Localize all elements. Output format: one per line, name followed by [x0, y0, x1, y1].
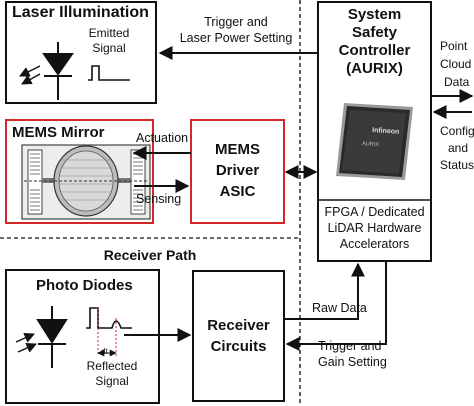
fpga-label-1: FPGA / Dedicated: [324, 205, 425, 219]
reflected-signal-caption-2: Signal: [95, 374, 129, 388]
mems-mirror-icon: [21, 144, 151, 220]
laser-illumination-box: [5, 1, 157, 104]
reflected-signal-caption-1: Reflected: [86, 359, 138, 373]
photo-diode-icon: [15, 306, 68, 368]
mems-driver-title-2: Driver: [215, 162, 260, 179]
trigger-gain-label-1: Trigger and: [318, 339, 382, 353]
config-label-3: Status: [440, 158, 474, 172]
point-cloud-label-2: Cloud: [440, 57, 472, 71]
emitted-signal-caption-1: Emitted: [88, 26, 130, 40]
chip-model-label: AURIX: [362, 141, 380, 148]
receiver-circuits-title-2: Circuits: [210, 338, 267, 355]
mems-driver-title-3: ASIC: [219, 183, 256, 200]
controller-title-1: System: [347, 6, 402, 23]
aurix-chip-icon: Infineon AURIX: [336, 103, 413, 180]
trigger-laser-label-2: Laser Power Setting: [179, 31, 293, 45]
emitted-pulse-icon: [88, 65, 130, 81]
trigger-laser-label-1: Trigger and: [204, 15, 268, 29]
reflected-pulse-icon: [86, 307, 132, 357]
fpga-label-3: Accelerators: [339, 237, 410, 251]
trigger-gain-arrow: [285, 261, 387, 351]
laser-diode-icon: [19, 42, 74, 100]
receiver-circuits-box: [192, 270, 285, 402]
photo-diodes-title: Photo Diodes: [36, 277, 133, 294]
mems-driver-title-1: MEMS: [215, 141, 260, 158]
laser-illumination-title: Laser Illumination: [12, 4, 149, 21]
controller-title-2: Safety: [351, 24, 398, 41]
config-label-2: and: [448, 141, 469, 155]
fpga-label-2: LiDAR Hardware: [327, 221, 422, 235]
receiver-path-title: Receiver Path: [103, 247, 197, 263]
mems-mirror-title: MEMS Mirror: [12, 124, 105, 141]
emitted-signal-caption-2: Signal: [92, 41, 126, 55]
raw-data-label: Raw Data: [312, 301, 367, 315]
point-cloud-label-1: Point: [440, 39, 468, 53]
sensing-label: Sensing: [136, 192, 182, 206]
controller-title-3: Controller: [338, 42, 411, 59]
mems-driver-asic-box: [190, 119, 285, 224]
receiver-circuits-title-1: Receiver: [207, 317, 270, 334]
trigger-gain-label-2: Gain Setting: [318, 355, 387, 369]
dt-label: dt: [101, 347, 108, 356]
actuation-label: Actuation: [136, 131, 189, 145]
controller-title-4: (AURIX): [346, 60, 403, 77]
point-cloud-label-3: Data: [444, 75, 470, 89]
raw-data-arrow: [284, 262, 365, 320]
chip-brand-label: Infineon: [372, 127, 400, 136]
config-label-1: Config: [440, 124, 474, 138]
